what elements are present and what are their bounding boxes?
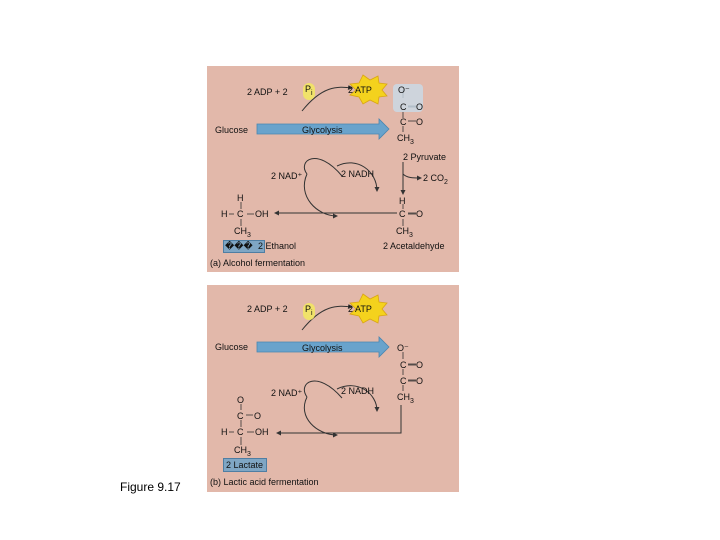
atp-curve-arrow-b	[301, 303, 353, 331]
ethanol-garbled-text: ���	[225, 241, 253, 251]
nadh-to-nad-arrow-b	[304, 380, 343, 399]
pyruvate-b-atom-c2: C	[400, 376, 407, 386]
lactic-acid-fermentation-panel: 2 ADP + 2 Pi 2 ATP Glucose Glycolysis O⁻…	[207, 285, 459, 492]
adp-label: 2 ADP + 2	[247, 87, 288, 97]
atp-curve-arrow	[301, 84, 353, 112]
co2-arrow	[402, 173, 422, 181]
co2-label: 2 CO2	[423, 173, 448, 186]
panel-b-arrows	[229, 293, 416, 445]
lactate-label: 2 Lactate	[226, 460, 264, 470]
pyruvate-atom-ch3: CH3	[397, 133, 414, 146]
pyruvate-atom-o-minus: O⁻	[398, 85, 410, 95]
lactate-badge	[223, 458, 267, 472]
alcohol-fermentation-panel: 2 ADP + 2 Pi 2 ATP Glucose Glycolysis O⁻…	[207, 66, 459, 272]
ethanol-badge	[223, 240, 265, 253]
pyruvate-b-atom-ch3: CH3	[397, 392, 414, 405]
nad-curve-right-b	[336, 385, 380, 412]
pyruvate-b-atom-o-minus: O⁻	[397, 343, 409, 353]
pyruvate-b-atom-o2: O	[416, 376, 424, 386]
atp-burst	[349, 74, 388, 105]
nad-plus-label: 2 NAD⁺	[271, 171, 303, 181]
panel-a-arrows	[229, 74, 423, 226]
glucose-label-b: Glucose	[215, 342, 249, 352]
ethanol-atom-ch3: CH3	[234, 226, 251, 239]
acetaldehyde-label: 2 Acetaldehyde	[383, 241, 445, 251]
lactate-atom-o-top: O	[237, 395, 245, 405]
ethanol-atom-oh: OH	[255, 209, 269, 219]
acetaldehyde-atom-ch3: CH3	[396, 226, 413, 239]
figure-label: Figure 9.17	[120, 480, 181, 494]
pyruvate-label: 2 Pyruvate	[403, 152, 447, 162]
glycolysis-label-b: Glycolysis	[302, 343, 343, 353]
lactate-atom-ch3: CH3	[234, 445, 251, 458]
ethanol-label: 2 Ethanol	[258, 241, 297, 251]
pyruvate-atom-c2: C	[400, 117, 407, 127]
acetaldehyde-atom-o: O	[416, 209, 424, 219]
ethanol-atom-h-left: H	[221, 209, 228, 219]
panel-b-caption: (b) Lactic acid fermentation	[210, 477, 319, 487]
pyruvate-b-atom-c1: C	[400, 360, 407, 370]
atp-label: 2 ATP	[348, 85, 372, 95]
pyruvate-atom-o2: O	[416, 117, 424, 127]
acetaldehyde-atom-h: H	[399, 196, 406, 206]
acetaldehyde-atom-c: C	[399, 209, 406, 219]
ethanol-atom-h-top: H	[237, 193, 244, 203]
pyruvate-atom-c1: C	[400, 102, 407, 112]
panel-a-caption: (a) Alcohol fermentation	[210, 258, 306, 268]
pyruvate-b-atom-o1: O	[416, 360, 424, 370]
glycolysis-arrow-b	[256, 336, 390, 358]
atp-burst-b	[349, 293, 388, 324]
lactate-atom-oh: OH	[255, 427, 269, 437]
pyruvate-atom-o1: O	[416, 102, 424, 112]
pi-label: Pi	[303, 83, 315, 100]
nad-curve-right	[336, 162, 380, 192]
glycolysis-arrow	[256, 118, 390, 140]
glycolysis-label: Glycolysis	[302, 125, 343, 135]
lactate-atom-o: O	[254, 411, 262, 421]
nadh-label-b: 2 NADH	[341, 386, 375, 396]
adp-label-b: 2 ADP + 2	[247, 304, 288, 314]
nad-plus-label-b: 2 NAD⁺	[271, 388, 303, 398]
pi-label-b: Pi	[303, 303, 315, 320]
glucose-label: Glucose	[215, 125, 249, 135]
nad-curve-left-b	[303, 396, 338, 438]
pyruvate-to-lactate-arrow	[276, 405, 402, 436]
lactate-atom-c2: C	[237, 427, 244, 437]
nadh-label: 2 NADH	[341, 169, 375, 179]
nadh-to-nad-arrow	[304, 158, 343, 177]
lactate-atom-h: H	[221, 427, 228, 437]
atp-label-b: 2 ATP	[348, 304, 372, 314]
lactate-atom-c1: C	[237, 411, 244, 421]
nad-curve-left	[303, 173, 338, 219]
ethanol-atom-c: C	[237, 209, 244, 219]
